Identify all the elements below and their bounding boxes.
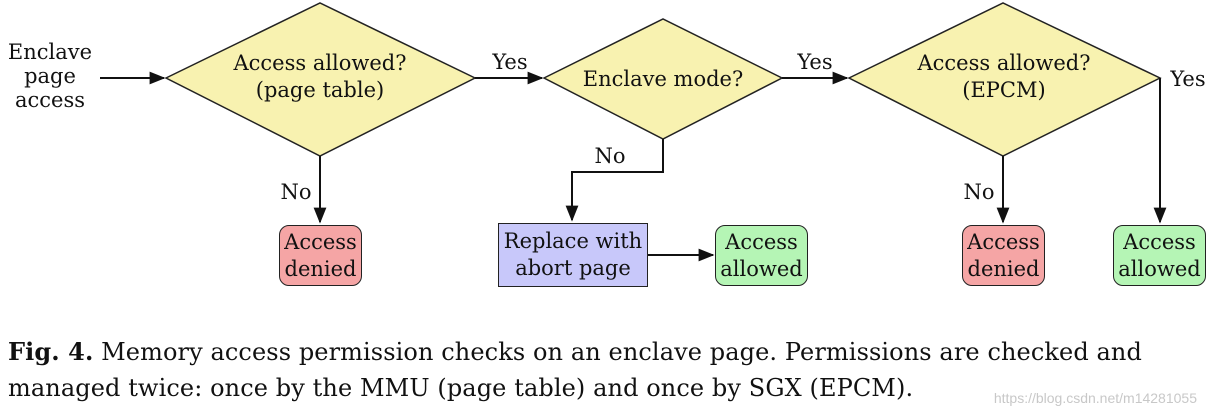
edge-label-yes-3: Yes: [1170, 67, 1206, 91]
figure-caption: Fig. 4. Memory access permission checks …: [8, 334, 1213, 406]
outcome-access-denied-2-text: Access denied: [967, 229, 1040, 281]
outcome-access-denied-1: [279, 225, 362, 286]
outcome-access-allowed-1-text: Access allowed: [720, 229, 803, 281]
edge-label-no-1: No: [280, 180, 312, 204]
outcome-access-denied-1-text: Access denied: [284, 229, 357, 281]
outcome-replace-abort-page-text: Replace with abort page: [503, 229, 643, 280]
outcome-access-allowed-1: [715, 225, 808, 286]
decision-epcm-text: Access allowed? (EPCM): [917, 51, 1091, 102]
outcome-access-allowed-2: [1113, 225, 1206, 286]
decision-page-table-text: Access allowed? (page table): [233, 51, 407, 102]
decision-enclave-mode-text: Enclave mode?: [582, 66, 744, 91]
caption-text: Memory access permission checks on an en…: [8, 338, 1142, 402]
edge-label-no-3: No: [963, 180, 995, 204]
outcome-replace-abort-page: [498, 223, 648, 287]
edge-label-yes-1: Yes: [492, 50, 528, 74]
watermark: https://blog.csdn.net/m14281055: [993, 390, 1197, 406]
edge-label-no-2: No: [594, 144, 626, 168]
start-label: Enclave page access: [7, 40, 93, 112]
edge-enclave-mode-no: [565, 139, 664, 222]
caption-prefix: Fig. 4.: [8, 337, 94, 366]
edge-label-yes-2: Yes: [797, 50, 833, 74]
outcome-access-denied-2: [962, 225, 1045, 286]
outcome-access-allowed-2-text: Access allowed: [1118, 229, 1201, 281]
flowchart: [100, 2, 1167, 262]
